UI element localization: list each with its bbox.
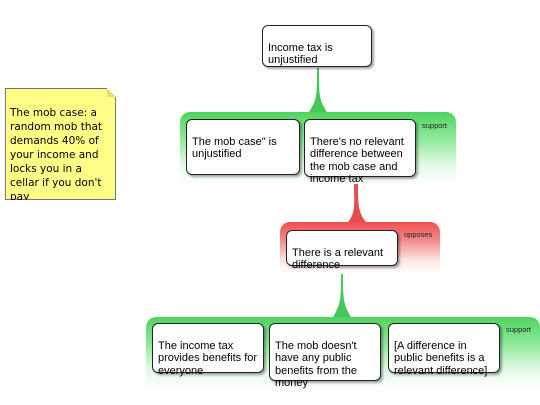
objection-relevant-difference[interactable]: There is a relevant difference	[286, 230, 398, 271]
premise-text: The mob case" is unjustified	[192, 135, 277, 161]
premise-mob-no-benefits[interactable]: The mob doesn't have any public benefits…	[269, 323, 381, 389]
premise-text: [A difference in public benefits is a re…	[394, 339, 488, 377]
premise-text: The mob doesn't have any public benefits…	[275, 339, 357, 390]
claim-text: Income tax is unjustified	[268, 41, 333, 67]
premise-text: There's no relevant difference between t…	[310, 135, 404, 186]
support-connector-top	[309, 68, 327, 112]
premise-no-relevant-difference[interactable]: There's no relevant difference between t…	[304, 119, 416, 185]
support-label-top: support	[422, 121, 448, 130]
premise-income-tax-benefits[interactable]: The income tax provides benefits for eve…	[152, 323, 264, 377]
support-connector-bottom	[333, 273, 351, 317]
premise-mob-case-unjustified[interactable]: The mob case" is unjustified	[186, 119, 300, 175]
premise-difference-is-relevant[interactable]: [A difference in public benefits is a re…	[388, 323, 500, 377]
sticky-note[interactable]: The mob case: a random mob that demands …	[5, 88, 116, 200]
sticky-note-text: The mob case: a random mob that demands …	[10, 107, 103, 203]
support-label-bottom: support	[506, 325, 532, 334]
sticky-note-fold	[107, 88, 116, 97]
opposes-label: opposes	[404, 230, 433, 239]
premise-text: The income tax provides benefits for eve…	[158, 339, 258, 377]
opposes-connector	[348, 182, 366, 222]
claim-income-tax-unjustified[interactable]: Income tax is unjustified	[262, 25, 372, 67]
objection-text: There is a relevant difference	[292, 246, 384, 272]
